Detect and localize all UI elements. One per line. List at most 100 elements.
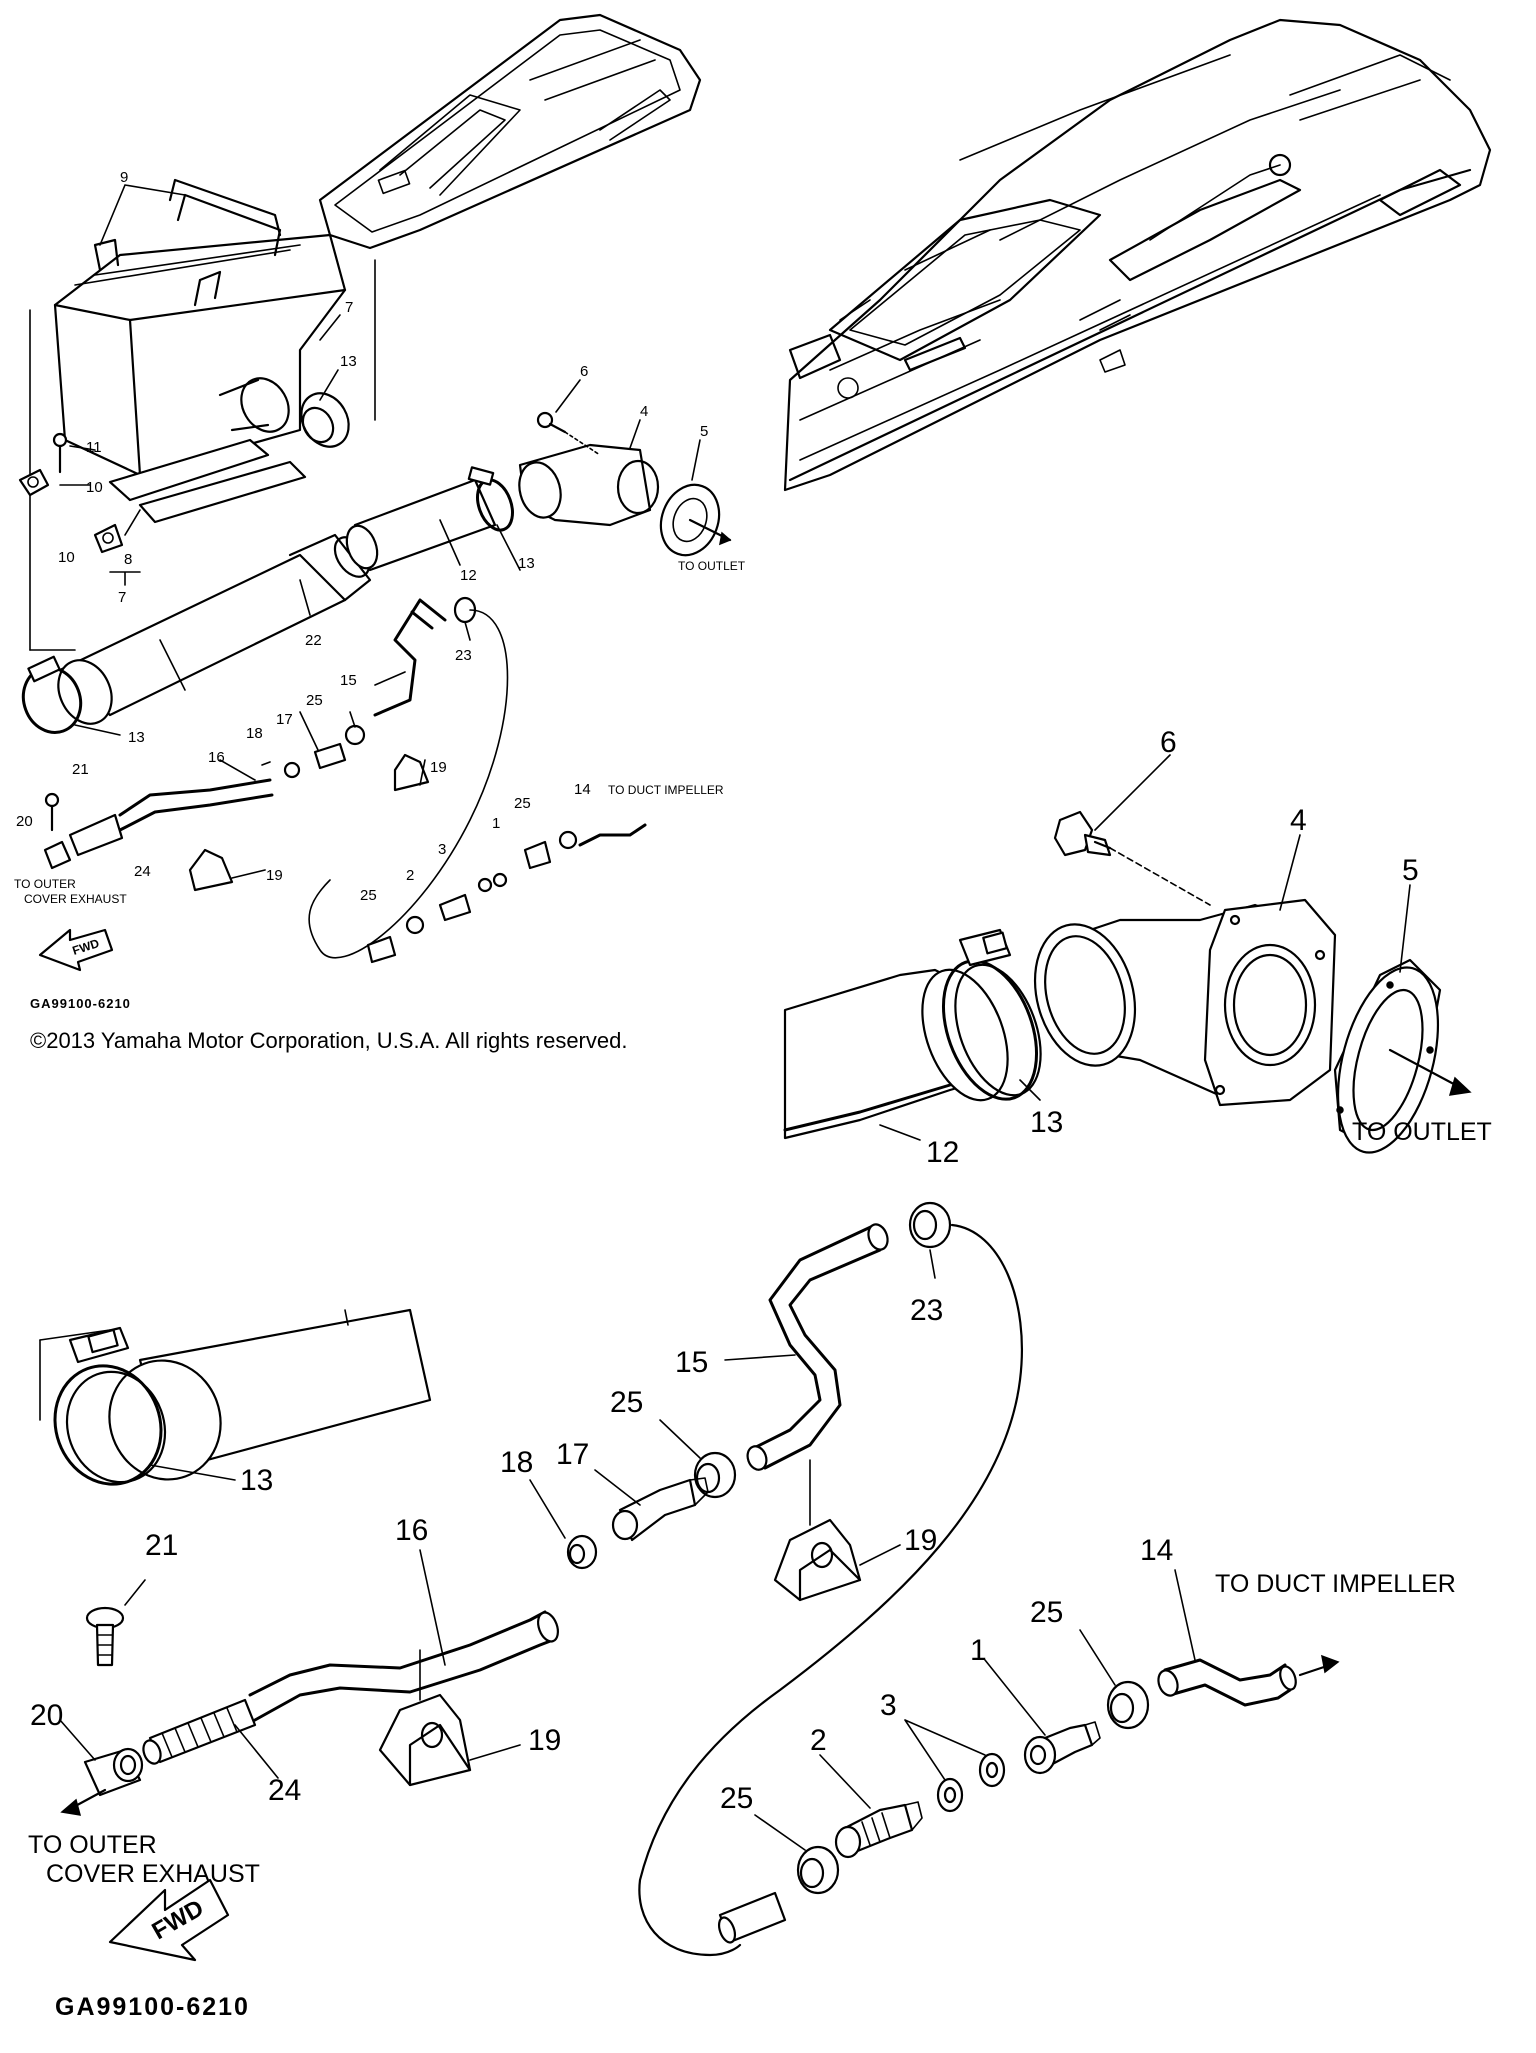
clamp-13-bottom [53, 1326, 167, 1486]
bolt-21-large [85, 1606, 125, 1667]
callout-20-large: 20 [30, 1699, 63, 1732]
callout-15-large: 15 [675, 1346, 708, 1379]
washer-3-b [936, 1777, 964, 1813]
callout-3-small: 3 [438, 841, 446, 858]
hose-15-large [746, 1223, 889, 1471]
hose-16-large [248, 1610, 559, 1722]
cap-23-large [908, 1201, 952, 1249]
callout-25-large-c: 25 [720, 1782, 753, 1815]
callout-14-large: 14 [1140, 1534, 1173, 1567]
hose-15-small [373, 598, 447, 717]
dashed-hose-path-small [308, 609, 509, 959]
callout-1-large: 1 [970, 1634, 987, 1667]
callout-24-large: 24 [268, 1774, 301, 1807]
callout-4-large: 4 [1290, 804, 1307, 837]
washer-3-a [978, 1752, 1006, 1788]
muffler-pipe-end-large [39, 1308, 432, 1481]
callout-18-small: 18 [246, 725, 263, 742]
clamp-13-large [941, 928, 1042, 1101]
clamp-25-lower [796, 1845, 840, 1895]
clamp-25-right [1106, 1680, 1150, 1730]
callout-7-small: 7 [345, 299, 353, 316]
fittings-small-row-2 [366, 823, 647, 964]
pad-8-lower [138, 460, 307, 524]
overview-diagram: 9 7 13 6 4 5 TO OUTLET 13 12 11 10 10 8 … [14, 13, 746, 1053]
callout-13-large-a: 13 [1030, 1106, 1063, 1139]
bracket-10-upper [18, 468, 50, 497]
callout-19-large-a: 19 [904, 1524, 937, 1557]
callout-22-small: 22 [305, 632, 322, 649]
callout-5-large: 5 [1402, 854, 1419, 887]
callout-5-small: 5 [700, 423, 708, 440]
pad-8-upper [108, 438, 270, 502]
callout-25-large-b: 25 [1030, 1596, 1063, 1629]
outlet-zoom: 6 4 5 13 12 TO OUTLET [783, 726, 1492, 1169]
callout-13-small-b: 13 [518, 555, 535, 572]
bracket-10-lower [93, 523, 124, 554]
water-lock-box [53, 178, 350, 477]
bracket-19-small-b [188, 848, 234, 892]
callout-23-large: 23 [910, 1294, 943, 1327]
fwd-arrow-large: FWD [108, 1878, 230, 1962]
bolt-6-large [1053, 810, 1211, 906]
callout-2-large: 2 [810, 1724, 827, 1757]
callouts-small: 9 7 13 6 4 5 TO OUTLET 13 12 11 10 10 8 … [14, 169, 746, 906]
callout-19-small-b: 19 [266, 867, 283, 884]
bracket-19-upper [773, 1518, 862, 1602]
callout-17-small: 17 [276, 711, 293, 728]
bypass-zoom: 13 23 15 25 [28, 1201, 1456, 2021]
callout-10-small-a: 10 [86, 479, 103, 496]
note-cover-exhaust-small: COVER EXHAUST [24, 892, 127, 906]
callout-12-small: 12 [460, 567, 477, 584]
gasket-5-small [659, 483, 732, 557]
callout-13-small-c: 13 [128, 729, 145, 746]
hose-16-small [43, 778, 274, 870]
fwd-arrow-small: FWD [38, 928, 114, 972]
watercraft-hull-small [318, 13, 702, 250]
callout-25-small-a: 25 [306, 692, 323, 709]
note-cover-exhaust-large: COVER EXHAUST [46, 1860, 260, 1888]
hose-12-large [783, 968, 1009, 1140]
callout-13-bottom: 13 [240, 1464, 273, 1497]
elbow-4-small [518, 443, 660, 527]
hose-14-large [1157, 1658, 1297, 1707]
callout-25-small-b: 25 [514, 795, 531, 812]
callout-25-large-a: 25 [610, 1386, 643, 1419]
callout-12-large: 12 [926, 1136, 959, 1169]
callout-14-small: 14 [574, 781, 591, 798]
clamp-18-large [566, 1534, 598, 1570]
bolt-6-small [536, 411, 601, 456]
callout-7-small-b: 7 [118, 589, 126, 606]
note-to-outer-large: TO OUTER [28, 1831, 157, 1859]
figure-code-large: GA99100-6210 [55, 1993, 250, 2021]
hose-12 [345, 478, 497, 572]
fitting-2-large [834, 1801, 923, 1859]
callout-24-small: 24 [134, 863, 151, 880]
note-to-duct-impeller-large: TO DUCT IMPELLER [1215, 1570, 1456, 1598]
callout-8-small: 8 [124, 551, 132, 568]
callout-13-small-a: 13 [340, 353, 357, 370]
callout-16-small: 16 [208, 749, 225, 766]
hose-path-large [638, 1223, 1024, 1957]
fitting-1-large [1023, 1721, 1101, 1775]
note-to-outer-small: TO OUTER [14, 877, 76, 891]
callout-20-small: 20 [16, 813, 33, 830]
figure-code-small: GA99100-6210 [30, 996, 131, 1011]
copyright: ©2013 Yamaha Motor Corporation, U.S.A. A… [30, 1028, 627, 1053]
bracket-19-small-a [393, 753, 430, 792]
gasket-5-large [1333, 958, 1472, 1154]
clamp-13-left [21, 655, 83, 734]
callout-6-large: 6 [1160, 726, 1177, 759]
corrugated-hose-24 [142, 1698, 257, 1765]
leader-6 [1094, 754, 1171, 831]
hose-end-short [717, 1891, 787, 1944]
clamp-25-top [693, 1451, 737, 1499]
callout-11-small: 11 [86, 439, 102, 456]
callout-15-small: 15 [340, 672, 357, 689]
note-to-outlet-small: TO OUTLET [678, 559, 746, 573]
callout-23-small: 23 [455, 647, 472, 664]
callout-1-small: 1 [492, 815, 500, 832]
leaders-small [59, 184, 701, 879]
